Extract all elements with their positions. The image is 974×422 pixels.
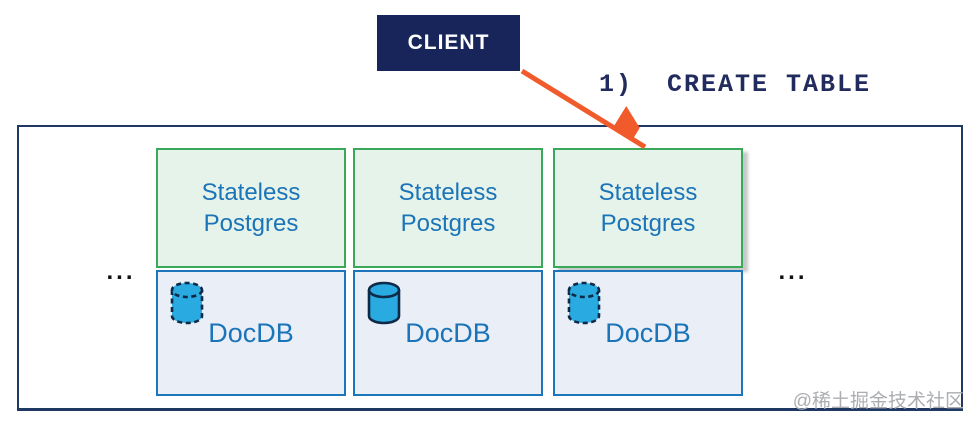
database-cylinder-icon — [567, 281, 601, 325]
stateless-postgres-label: Stateless Postgres — [201, 178, 301, 237]
docdb-label: DocDB — [208, 317, 294, 348]
stateless-postgres-label: Stateless Postgres — [598, 178, 698, 237]
docdb-box-1: DocDB — [156, 270, 346, 396]
ellipsis-left: ... — [106, 258, 136, 285]
client-label: CLIENT — [407, 31, 490, 54]
docdb-label: DocDB — [605, 317, 691, 348]
database-cylinder-icon — [170, 281, 204, 325]
docdb-box-2: DocDB — [353, 270, 543, 396]
create-table-annotation: 1) CREATE TABLE — [599, 70, 872, 99]
stateless-postgres-box-3: Stateless Postgres — [553, 148, 743, 268]
docdb-box-3: DocDB — [553, 270, 743, 396]
docdb-label: DocDB — [405, 317, 491, 348]
watermark: @稀土掘金技术社区 — [792, 391, 964, 412]
stateless-postgres-box-2: Stateless Postgres — [353, 148, 543, 268]
stateless-postgres-box-1: Stateless Postgres — [156, 148, 346, 268]
database-cylinder-icon — [367, 281, 401, 325]
ellipsis-right: ... — [778, 258, 808, 285]
client-box: CLIENT — [377, 15, 520, 71]
cluster-container: ... ... Stateless Postgres DocDB Statele… — [17, 125, 963, 411]
stateless-postgres-label: Stateless Postgres — [398, 178, 498, 237]
